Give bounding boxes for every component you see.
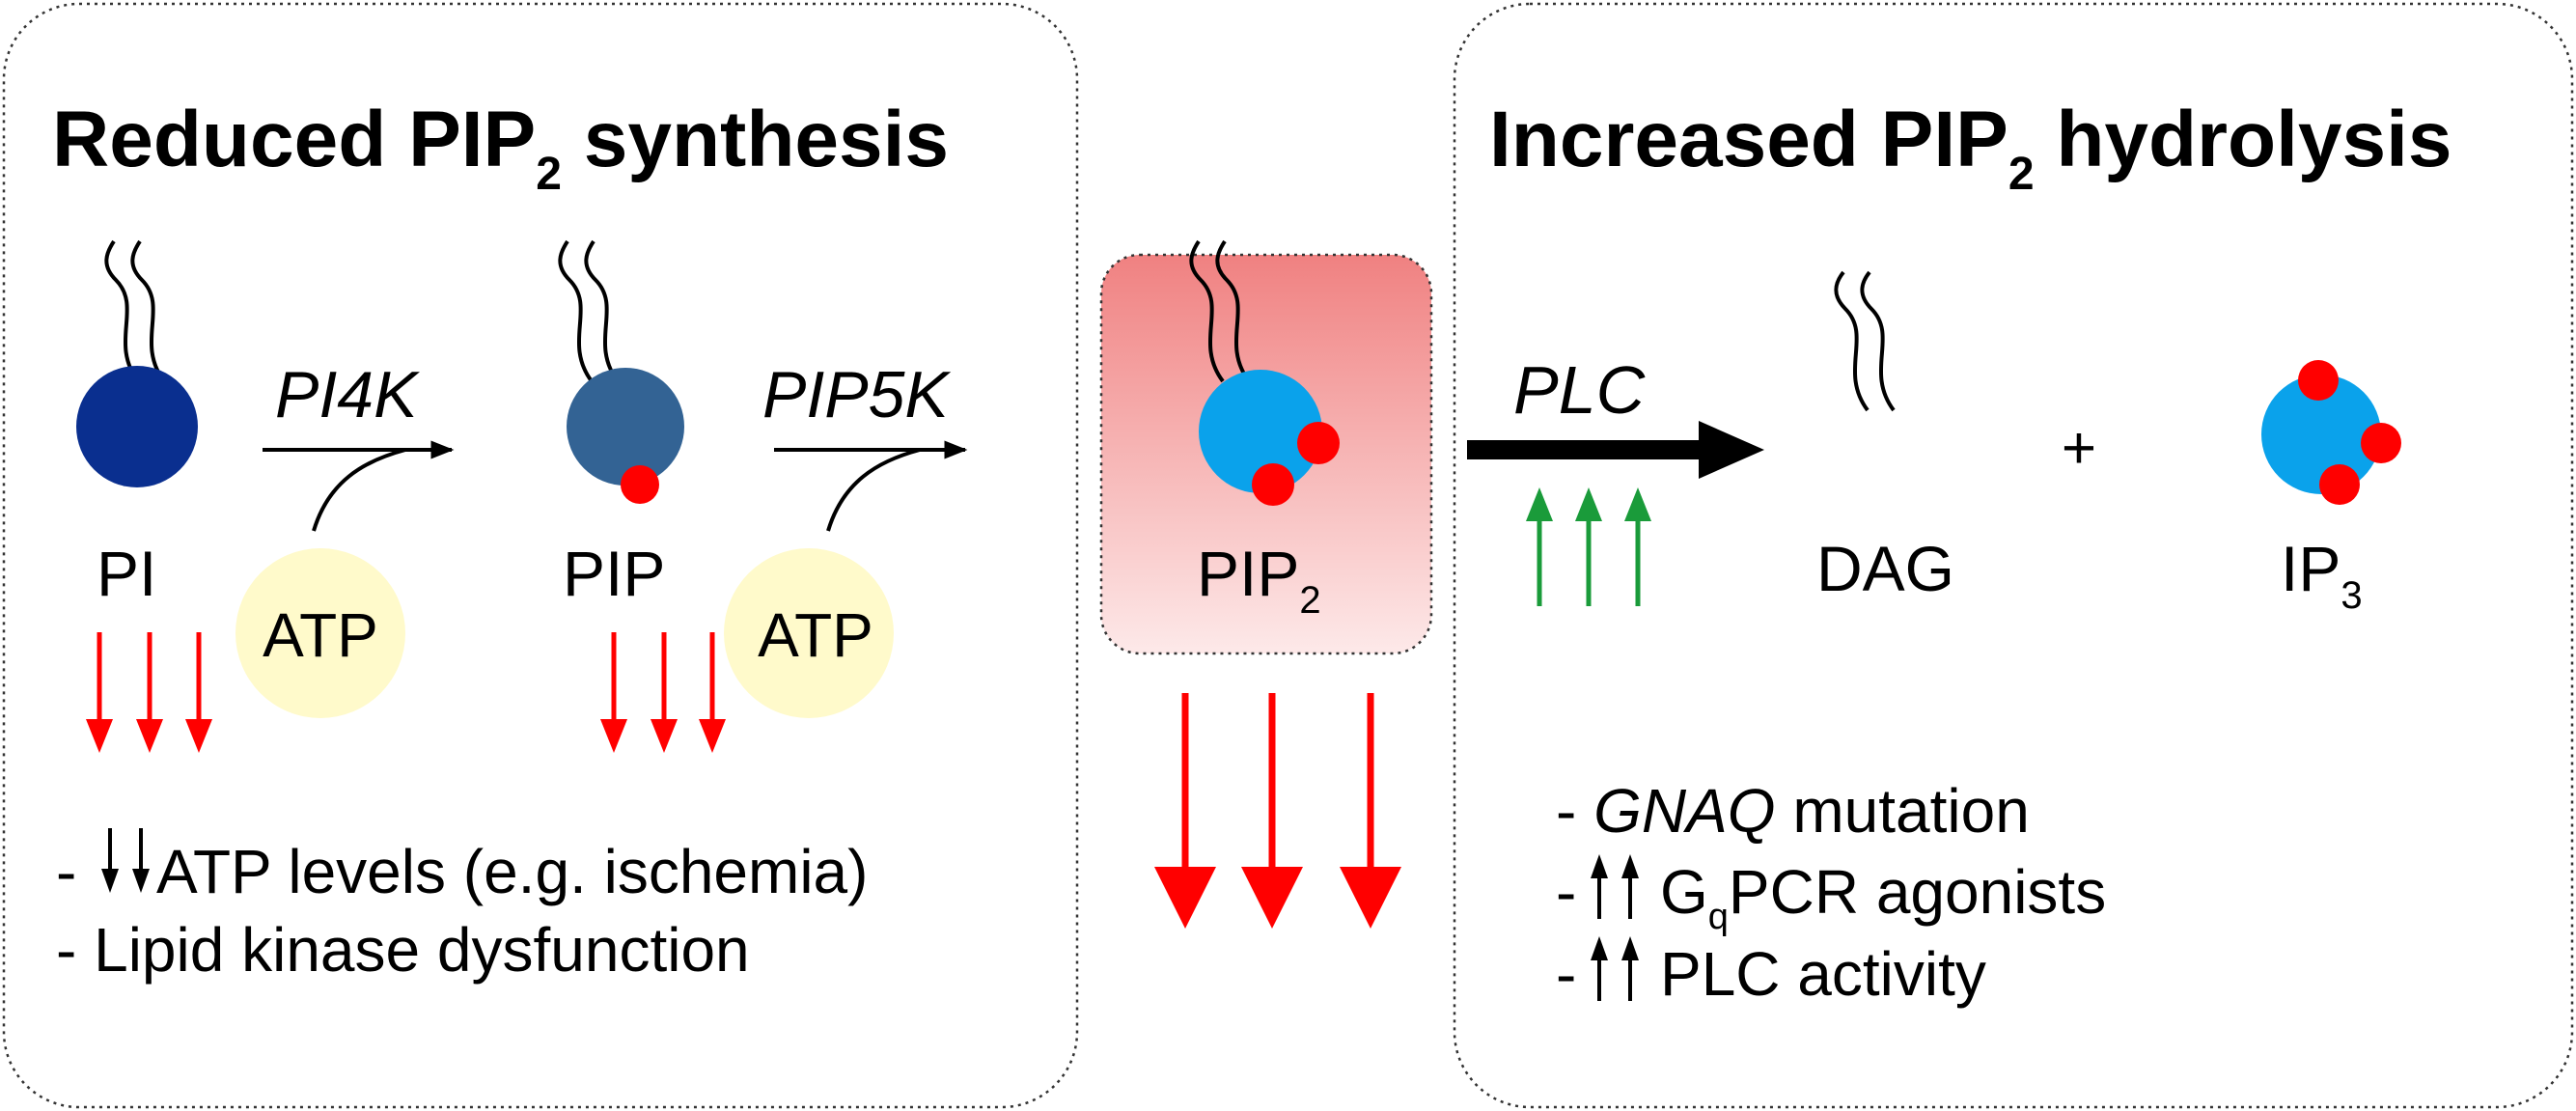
pip-label: PIP — [563, 538, 665, 609]
pip-tail-2 — [584, 239, 620, 383]
decrease-arrow — [136, 632, 163, 753]
ip3-molecule: IP3 — [2261, 360, 2401, 617]
plc-arrow-head — [1699, 421, 1764, 479]
left-cause-2: - Lipid kinase dysfunction — [56, 915, 750, 985]
pip-molecule: PIP — [558, 239, 684, 609]
left-panel: Reduced PIP2 synthesis PI PI4K ATP PIP — [2, 2, 1079, 1109]
pip2-decrease-arrows — [1154, 693, 1401, 929]
right-cause-3-text: PLC activity — [1660, 939, 1986, 1009]
ip3-head — [2261, 375, 2381, 494]
plus-sign: + — [2062, 415, 2096, 482]
dag-tail-2 — [1860, 270, 1896, 412]
pi-head — [76, 366, 198, 487]
pip-decrease-arrows — [600, 632, 726, 753]
decrease-arrow — [651, 632, 678, 753]
double-down-arrow-icon — [101, 828, 150, 893]
right-panel: Increased PIP2 hydrolysis PLC DAG + — [1453, 2, 2574, 1109]
pip-head — [567, 368, 684, 486]
decrease-arrow — [1241, 693, 1303, 929]
dag-molecule: DAG — [1816, 270, 1954, 604]
pip2-head — [1199, 370, 1322, 493]
right-cause-2-prefix: - — [1556, 857, 1576, 927]
left-panel-border — [2, 2, 1079, 1109]
pip5k-atp-input — [826, 448, 921, 532]
pi-tail-2 — [130, 239, 166, 383]
pip2-phosphate-2 — [1252, 463, 1294, 506]
decrease-arrow — [1154, 693, 1216, 929]
increase-arrow — [1624, 487, 1651, 606]
right-panel-title: Increased PIP2 hydrolysis — [1489, 96, 2452, 200]
pip2-tail-1 — [1189, 239, 1225, 383]
plc-enzyme-label: PLC — [1513, 352, 1646, 428]
increase-arrow — [1575, 487, 1602, 606]
left-cause-1-text: ATP levels (e.g. ischemia) — [156, 837, 868, 906]
increase-arrow — [1526, 487, 1553, 606]
center-pip2: PIP2 — [1099, 239, 1433, 929]
dag-tail-1 — [1834, 270, 1870, 412]
atp-circle-2 — [724, 548, 894, 718]
left-causes-list: - ATP levels (e.g. ischemia) - Lipid kin… — [56, 828, 868, 985]
ip3-label: IP3 — [2281, 533, 2363, 617]
pip2-phosphate-1 — [1297, 422, 1340, 464]
pi-molecule: PI — [76, 239, 198, 609]
ip3-phosphate-3 — [2319, 464, 2360, 505]
decrease-arrow — [600, 632, 627, 753]
left-panel-title: Reduced PIP2 synthesis — [52, 96, 949, 200]
atp-label-1: ATP — [263, 600, 378, 670]
pip-tail-1 — [558, 239, 594, 383]
decrease-arrow — [185, 632, 212, 753]
double-up-arrow-icon — [1591, 936, 1639, 1001]
dag-label: DAG — [1816, 533, 1954, 604]
pip2-tail-2 — [1215, 239, 1251, 383]
right-panel-border — [1453, 2, 2574, 1109]
right-cause-1: - GNAQ mutation — [1556, 776, 2030, 846]
right-causes-list: - GNAQ mutation - GqPCR agonists - PLC a… — [1556, 776, 2106, 1009]
pi-tail-1 — [104, 239, 140, 383]
decrease-arrow — [86, 632, 113, 753]
pip2-label: PIP2 — [1197, 538, 1321, 622]
pip-phosphate — [621, 465, 659, 504]
plc-increase-arrows — [1526, 487, 1651, 606]
pi-label: PI — [97, 538, 156, 609]
pi-decrease-arrows — [86, 632, 212, 753]
pi4k-atp-input — [312, 448, 406, 532]
atp-label-2: ATP — [758, 600, 873, 670]
pi4k-enzyme-label: PI4K — [275, 358, 420, 431]
pip5k-reaction: PIP5K ATP — [724, 358, 968, 718]
right-cause-3-prefix: - — [1556, 939, 1576, 1009]
ip3-phosphate-2 — [2361, 423, 2401, 463]
decrease-arrow — [1340, 693, 1401, 929]
atp-circle-1 — [235, 548, 405, 718]
left-cause-1-prefix: - — [56, 837, 76, 906]
ip3-phosphate-1 — [2298, 360, 2339, 401]
pip5k-enzyme-label: PIP5K — [762, 358, 951, 431]
double-up-arrow-icon — [1591, 854, 1639, 919]
decrease-arrow — [699, 632, 726, 753]
right-cause-2-text: GqPCR agonists — [1660, 857, 2106, 937]
pi4k-reaction: PI4K ATP — [235, 358, 455, 718]
plc-reaction: PLC — [1467, 352, 1764, 606]
